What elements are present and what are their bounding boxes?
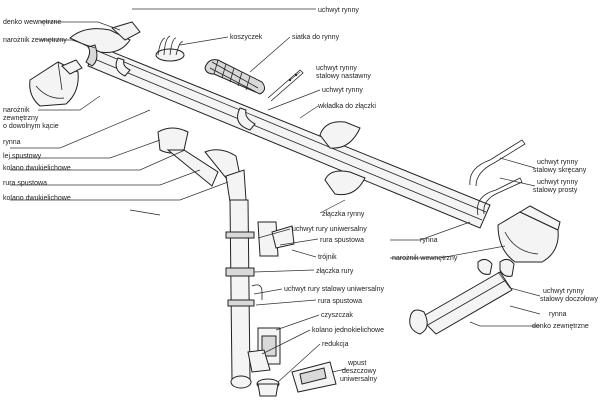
label-uchwyt-doczolowy-2: stalowy doczołowy [540, 296, 598, 303]
label-wpust-1: wpust [347, 360, 366, 367]
label-uchwyt-rury-stalowy: uchwyt rury stalowy uniwersalny [284, 286, 384, 293]
label-zlaczka-rury: złączka rury [316, 268, 354, 275]
label-zlaczka: złączka rynny [322, 211, 365, 218]
label-naroznik-zewnetrzny: narożnik zewnętrzny [3, 37, 67, 44]
label-wpust-2: deszczowy [342, 368, 377, 375]
label-koszyczek: koszyczek [230, 34, 263, 41]
label-wkladka: wkładka do złączki [317, 103, 376, 110]
downpipe-system [129, 127, 337, 397]
label-uchwyt-doczolowy-1: uchwyt rynny [543, 288, 584, 295]
label-kolano-jednokielichowe: kolano jednokielichowe [312, 327, 384, 334]
label-rynna-mid: rynna [420, 237, 438, 244]
label-uchwyt-prosty-1: uchwyt rynny [537, 179, 578, 186]
label-rura-spustowa-mid: rura spustowa [320, 237, 364, 244]
label-uchwyt-rynny-top: uchwyt rynny [318, 7, 359, 14]
label-uchwyt-rury-uniwersalny: uchwyt rury uniwersalny [292, 226, 367, 233]
main-gutter [87, 44, 491, 229]
label-redukcja: redukcja [322, 341, 349, 348]
label-rura-spustowa-left: rura spustowa [3, 180, 47, 187]
label-trojnik: trójnik [318, 254, 337, 261]
label-rynna-left: rynna [3, 139, 21, 146]
gutter-holders [115, 57, 256, 131]
label-czyszczak: czyszczak [321, 312, 353, 319]
label-uchwyt-skrecany-2: stalowy skręcany [533, 167, 587, 174]
label-naroznik-wewnetrzny: narożnik wewnętrzny [392, 255, 458, 262]
label-uchwyt-nastawny-2: stalowy nastawny [316, 73, 371, 80]
label-siatka: siatka do rynny [292, 34, 340, 41]
label-denko-zewnetrzne: denko zewnętrzne [532, 323, 589, 330]
connectors [319, 121, 366, 196]
label-naroznik-dowolny-1: narożnik [3, 107, 30, 114]
label-uchwyt-skrecany-1: uchwyt rynny [537, 159, 578, 166]
label-kolano-1: kolano dwukielichowe [3, 165, 71, 172]
label-rura-spustowa-low: rura spustowa [318, 298, 362, 305]
label-denko-wewnetrzne-top: denko wewnętrzne [3, 19, 61, 26]
steel-brackets-right [469, 139, 526, 216]
top-corner-assembly [69, 21, 141, 67]
short-gutter-right [409, 258, 515, 335]
inner-corner-right [497, 205, 561, 263]
label-lej-spustowy: lej spustowy [3, 153, 42, 160]
adjustable-bracket [267, 69, 304, 102]
label-rynna-right: rynna [549, 311, 567, 318]
label-naroznik-dowolny-2: zewnętrzny [3, 115, 39, 122]
label-wpust-3: uniwersalny [340, 376, 377, 383]
leader-lines [10, 8, 541, 383]
label-uchwyt-rynny-2: uchwyt rynny [322, 87, 363, 94]
label-naroznik-dowolny-3: o dowolnym kącie [3, 123, 59, 130]
corner-any-angle [29, 59, 83, 107]
mesh-part [204, 59, 266, 95]
basket-part [155, 35, 185, 62]
label-uchwyt-nastawny-1: uchwyt rynny [316, 65, 357, 72]
label-kolano-2: kolano dwukielichowe [3, 195, 71, 202]
label-uchwyt-prosty-2: stalowy prosty [533, 187, 578, 194]
labels: denko wewnętrzne narożnik zewnętrzny uch… [3, 7, 598, 383]
